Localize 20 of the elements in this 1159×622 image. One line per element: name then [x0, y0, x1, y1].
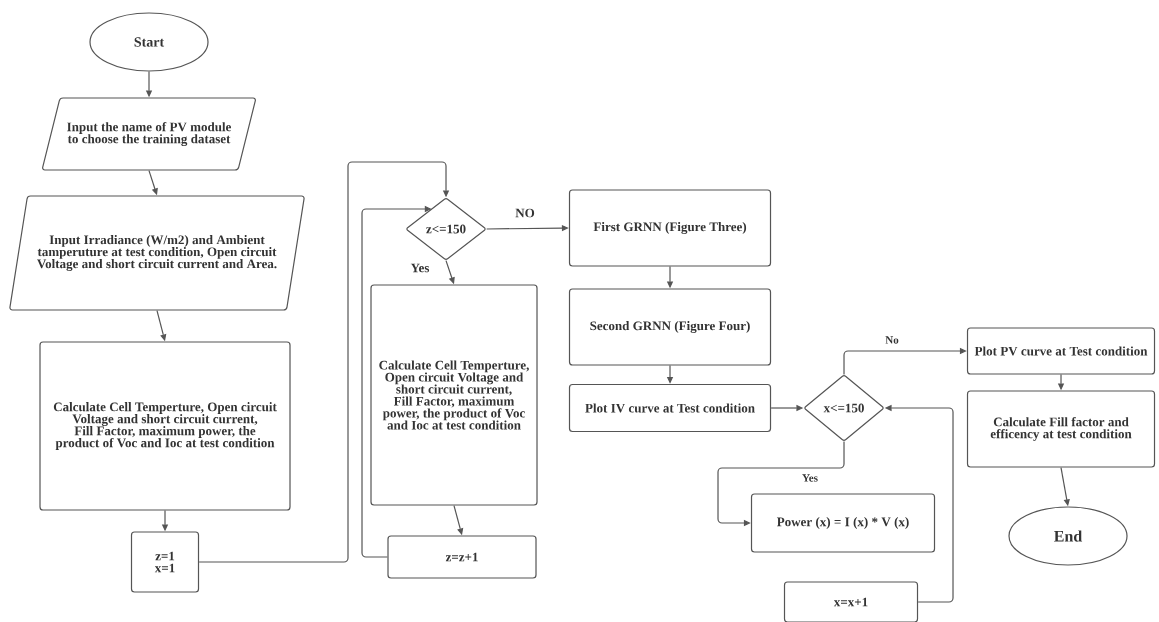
process-box: z=1 x=1	[130, 531, 200, 593]
process-box: Calculate Fill factor and efficency at test condition	[966, 390, 1156, 468]
process-box: z=z+1	[387, 535, 537, 579]
process-box: Second GRNN (Figure Four)	[568, 288, 772, 366]
process-box: First GRNN (Figure Three)	[568, 189, 772, 267]
edge-label: Yes	[409, 262, 431, 274]
process-box: x=x+1	[783, 581, 919, 622]
process-box: Plot PV curve at Test condition	[966, 327, 1156, 375]
edge-label: Yes	[801, 473, 819, 483]
process-box: Calculate Cell Temperture, Open circuit Voltage and short circuit current, Fill Factor, maximum power, the product of Voc and Ioc at test condition	[39, 341, 291, 511]
terminal-oval: End	[1008, 506, 1128, 566]
arrow	[198, 161, 450, 563]
input-parallelogram: Input the name of PV module to choose the training dataset	[42, 97, 256, 171]
input-parallelogram: Input Irradiance (W/m2) and Ambient tamperuture at test condition, Open circuit Voltage and short circuit current and Area.	[9, 195, 305, 311]
edge-label: NO	[514, 207, 536, 219]
process-box: Power (x) = I (x) * V (x)	[750, 493, 936, 553]
terminal-oval: Start	[89, 12, 209, 72]
edge-label: No	[884, 335, 900, 345]
process-box: Calculate Cell Temperture, Open circuit Voltage and short circuit current, Fill Factor, maximum power, the product of Voc and Ioc at test condition	[370, 284, 538, 506]
process-box: Plot IV curve at Test condition	[568, 383, 772, 433]
